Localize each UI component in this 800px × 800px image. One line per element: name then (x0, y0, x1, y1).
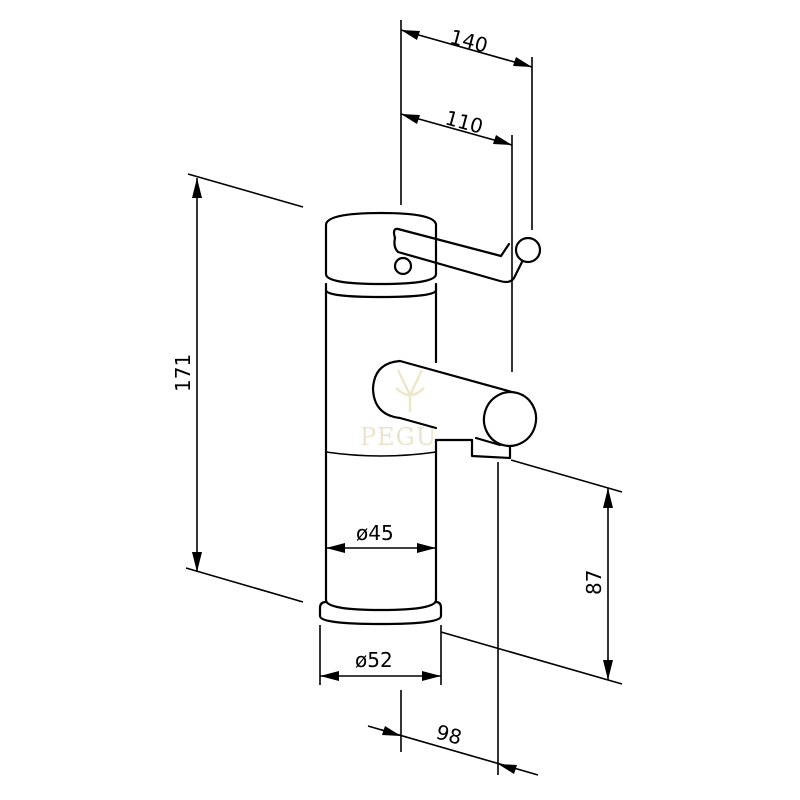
arrow-head (320, 671, 339, 681)
faucet-body (318, 211, 443, 626)
brand-watermark: PEGU (360, 369, 437, 451)
watermark-text: PEGU (360, 423, 437, 451)
dim-body-diameter: ø45 (326, 521, 436, 553)
dim-label-98: 98 (434, 720, 465, 750)
dim-spout-height: 87 (440, 459, 623, 685)
arrow-head (603, 488, 613, 508)
aerator (470, 438, 512, 460)
arrow-head (192, 178, 202, 198)
lever-arm-base (392, 227, 400, 240)
extension-line (187, 173, 304, 208)
dim-label-45: ø45 (356, 521, 394, 545)
dim-label-140: 140 (447, 25, 490, 58)
handle-cap (324, 211, 438, 286)
arrow-head (401, 114, 420, 124)
cap-ring (324, 282, 438, 299)
dimension-line (400, 29, 533, 68)
spout-root (371, 359, 438, 430)
dim-label-110: 110 (443, 106, 486, 139)
arrow-head (417, 543, 436, 553)
arrow-head (513, 57, 532, 67)
arrow-head (493, 135, 512, 145)
lever-knob (514, 236, 542, 264)
base-ring (318, 600, 443, 626)
dim-base-diameter: ø52 (319, 625, 442, 685)
arrow-head (422, 671, 441, 681)
base-ring-left (318, 600, 328, 610)
extension-line (440, 631, 623, 685)
arrow-head (603, 660, 613, 680)
column-seam (325, 451, 437, 457)
dim-label-87: 87 (582, 570, 606, 595)
arrow-head (401, 30, 420, 40)
arrow-head (192, 552, 202, 572)
lever-pivot (393, 256, 413, 276)
lever-arm-upper (396, 227, 511, 258)
extension-line (185, 567, 304, 603)
arrow-head (382, 726, 401, 736)
lever-handle (392, 227, 542, 284)
arrow-head (498, 764, 517, 774)
column-bottom (324, 598, 438, 612)
dim-spout-reach: 98 (367, 462, 539, 776)
spout-tip (482, 390, 538, 448)
dim-lever-reach: 110 (400, 106, 513, 372)
dim-label-52: ø52 (355, 648, 393, 672)
extension-line (510, 459, 623, 493)
dimension-line (400, 113, 513, 146)
dim-height: 171 (171, 173, 304, 603)
arrow-head (326, 543, 345, 553)
spout-bottom-edge (474, 436, 502, 447)
spout-top-edge (398, 359, 514, 394)
dim-label-171: 171 (171, 354, 195, 392)
spout (371, 359, 538, 460)
